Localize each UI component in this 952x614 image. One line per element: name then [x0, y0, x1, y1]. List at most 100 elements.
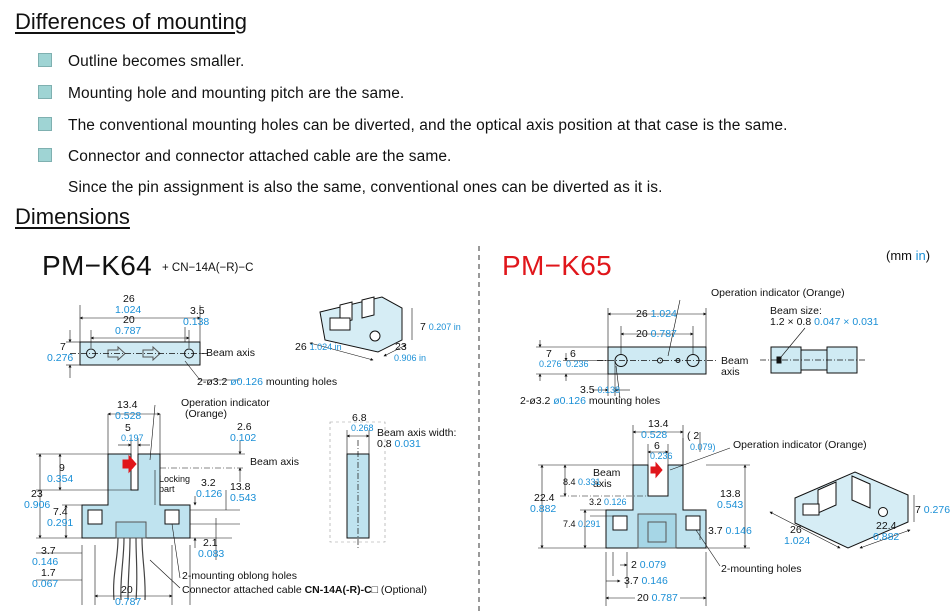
pmk64-locking-1: Locking	[159, 474, 191, 484]
pmk64-iso-d26: 26 1.024 in	[295, 341, 342, 353]
pmk64-iso-d23: 23	[395, 341, 407, 353]
pmk64-top-d26: 26	[123, 293, 135, 305]
pmk64-side-view	[329, 421, 386, 550]
pmk65-front-d224: 22.4	[534, 492, 555, 504]
bullet-note: Since the pin assignment is also the sam…	[68, 179, 663, 196]
pmk64-front-d74in: 0.291	[47, 517, 74, 529]
pmk64-beam-width-label: Beam axis width:	[377, 427, 457, 439]
pmk64-bw-mm: 0.8	[377, 438, 395, 450]
pmk65-holes-in: ø0.126	[553, 395, 586, 407]
units-in: in	[915, 248, 926, 263]
pmk65-iso-d224: 22.4	[876, 520, 897, 532]
pmk65-front-d6in: 0.236	[650, 451, 673, 461]
pmk65-front-d134in: 0.528	[641, 429, 668, 441]
pmk64-front-d21in: 0.083	[198, 548, 225, 560]
pmk64-front-d37in: 0.146	[32, 556, 59, 568]
pmk65-top-d7: 7	[546, 348, 552, 360]
pmk65-front-b2: 2 0.079	[631, 559, 666, 571]
pmk65-top-d26-in: 1.024	[650, 308, 677, 320]
pmk64-top-holes: 2-ø3.2 ø0.126 mounting holes	[197, 376, 337, 388]
pmk65-front-b2-mm: 2	[631, 559, 637, 571]
pmk64-bw-in: 0.031	[394, 438, 421, 450]
pmk64-front-d74: 7.4	[53, 506, 68, 518]
pmk64-beam-arrow-b	[142, 345, 161, 362]
pmk65-front-d74-in: 0.291	[578, 519, 601, 529]
pmk65-front-b20-mm: 20	[637, 592, 649, 604]
bullet-text: Mounting hole and mounting pitch are the…	[68, 85, 405, 102]
pmk65-front-d84-mm: 8.4	[563, 477, 576, 487]
pmk64-holes-mm: 2-ø3.2	[197, 376, 231, 388]
dimensions-heading: Dimensions	[15, 204, 130, 229]
pmk64-indicator-arrow	[122, 454, 137, 474]
pmk65-top-d35-in: 0.138	[597, 385, 621, 395]
pmk65-iso-d7: 7 0.276	[915, 504, 950, 516]
pmk65-iso-d7-mm: 7	[915, 504, 921, 516]
pmk64-front-d32: 3.2	[201, 477, 216, 489]
pmk65-top-view	[536, 299, 716, 399]
pmk65-front-d32: 3.2 0.126	[589, 497, 627, 507]
pmk64-iso-d23in: 0.906 in	[394, 353, 427, 363]
pmk65-front-b20-in: 0.787	[651, 592, 678, 604]
pmk65-top-beam-1: Beam	[721, 355, 749, 367]
pmk64-front-d5: 5	[125, 422, 131, 434]
pmk65-front-d84: 8.4 0.331	[563, 477, 601, 487]
pmk65-iso-d7-in: 0.276	[923, 504, 951, 516]
pmk65-top-d35-mm: 3.5	[580, 384, 595, 396]
bullet-item	[38, 117, 52, 136]
pmk64-op-indicator: Operation indicator	[181, 397, 270, 409]
pmk64-front-d134in: 0.528	[115, 410, 142, 422]
pmk64-front-d9: 9	[59, 462, 65, 474]
pmk64-iso-d26-mm: 26	[295, 341, 307, 353]
pmk65-op-indicator-top: Operation indicator (Orange)	[711, 287, 845, 299]
pmk65-top-d20: 20 0.787	[636, 328, 677, 340]
pmk65-front-b37: 3.7 0.146	[624, 575, 668, 587]
pmk65-top-d26-mm: 26	[636, 308, 648, 320]
pmk64-top-d20in: 0.787	[115, 325, 142, 337]
pmk64-front-d9in: 0.354	[47, 473, 74, 485]
pmk64-front-d20in: 0.787	[115, 596, 142, 608]
pmk65-beam-size-label: Beam size:	[770, 305, 822, 317]
pmk65-front-d74-mm: 7.4	[563, 519, 576, 529]
pmk65-holes-text: mounting holes	[585, 395, 661, 407]
pmk64-top-d7in: 0.276	[47, 352, 74, 364]
pmk64-holes-text: mounting holes	[262, 376, 338, 388]
pmk64-front-d134: 13.4	[117, 399, 138, 411]
bullet-square-icon	[38, 53, 52, 67]
pmk65-bs-in: 0.047 × 0.031	[814, 316, 879, 328]
bullet-square-icon	[38, 148, 52, 162]
pmk64-front-beam-axis: Beam axis	[250, 456, 300, 468]
pmk65-front-b2-in: 0.079	[639, 559, 667, 571]
pmk64-op-orange: (Orange)	[185, 408, 228, 420]
units-mm: (mm	[886, 248, 916, 263]
model-pmk65: PM−K65	[502, 250, 612, 281]
pmk65-op-indicator-front: Operation indicator (Orange)	[733, 439, 867, 451]
pmk64-top-d7: 7	[60, 341, 66, 353]
pmk64-top-d35: 3.5	[190, 305, 205, 317]
pmk64-oblong-holes: 2-mounting oblong holes	[182, 570, 297, 582]
pmk64-front-d26: 2.6	[237, 421, 252, 433]
pmk65-front-d84-in: 0.331	[578, 477, 601, 487]
pmk65-bs-mm: 1.2 × 0.8	[770, 316, 815, 328]
pmk65-front-d134: 13.4	[648, 418, 669, 430]
pmk65-beam-size-value: 1.2 × 0.8 0.047 × 0.031	[770, 316, 879, 328]
pmk65-indicator-arrow	[650, 461, 663, 479]
pmk64-cable	[112, 537, 146, 601]
pmk65-top-holes: 2-ø3.2 ø0.126 mounting holes	[520, 395, 660, 407]
bullet-square-icon	[38, 85, 52, 99]
pmk65-top-d7in: 0.276	[539, 359, 562, 369]
bullet-item	[38, 85, 52, 104]
pmk65-front-d2-mm: 2	[693, 430, 700, 442]
pmk65-top-d26: 26 1.024	[636, 308, 677, 320]
bullet-text: Outline becomes smaller.	[68, 53, 245, 70]
pmk64-locking-2: part	[159, 484, 175, 494]
pmk65-front-d2-in: 0.079	[690, 442, 713, 452]
pmk65-front-d2: ( 2	[687, 430, 700, 442]
pmk65-top-d20-in: 0.787	[650, 328, 677, 340]
pmk65-front-d37-mm: 3.7	[708, 525, 723, 537]
pmk64-holes-in: ø0.126	[230, 376, 263, 388]
bullet-text: The conventional mounting holes can be d…	[68, 117, 788, 134]
pmk65-top-beam-2: axis	[721, 366, 740, 378]
pmk64-side-d68in: 0.268	[351, 423, 374, 433]
pmk64-front-d17in: 0.067	[32, 578, 59, 590]
